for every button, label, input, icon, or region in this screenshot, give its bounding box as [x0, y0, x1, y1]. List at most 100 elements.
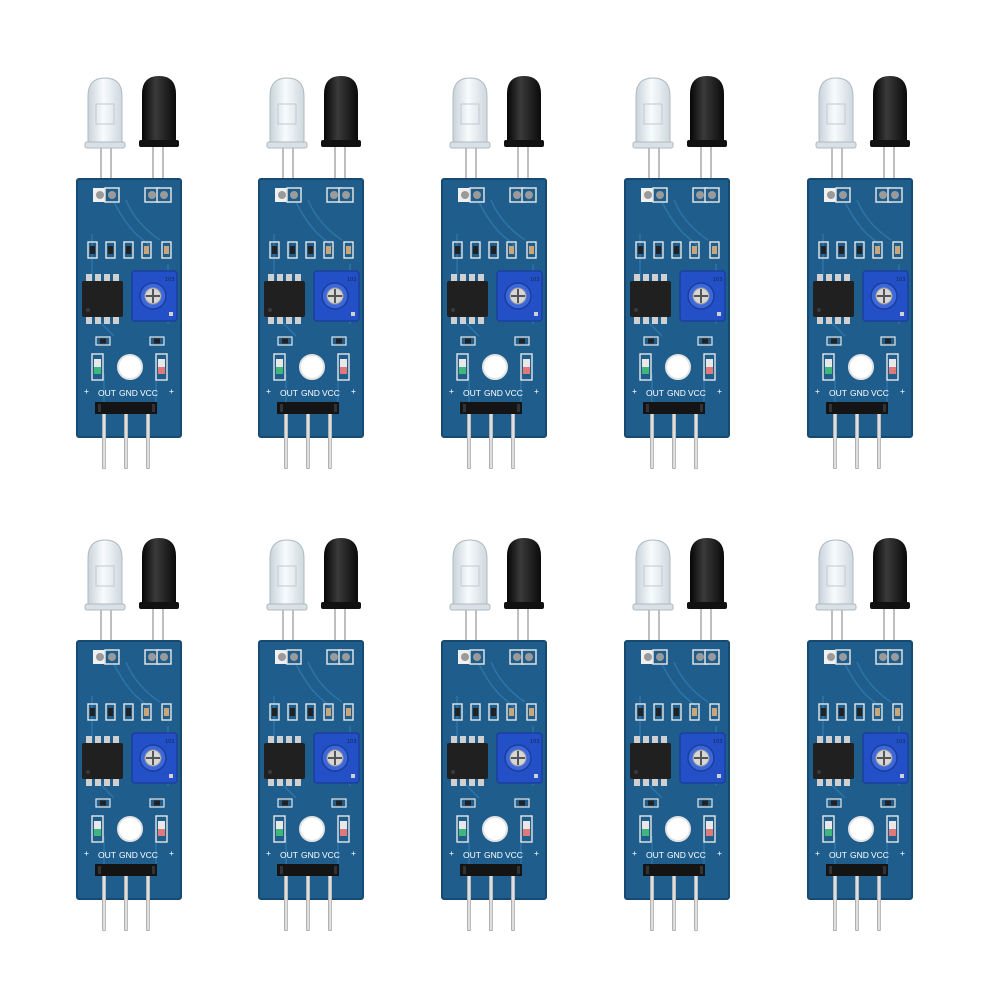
ir-receiver-led-icon	[139, 76, 179, 147]
pin-label-gnd: GND	[119, 388, 138, 398]
pin-header	[277, 864, 339, 876]
smd-capacitor-row	[643, 798, 713, 808]
potentiometer-icon: 103	[313, 732, 360, 784]
ir-receiver-led-icon	[139, 538, 179, 609]
plus-mark-left: +	[449, 386, 454, 396]
plus-mark-right: +	[351, 386, 356, 396]
plus-mark-right: +	[717, 848, 722, 858]
ir-emitter-led-icon	[815, 77, 857, 149]
plus-mark-left: +	[815, 386, 820, 396]
led-solder-pads	[641, 649, 720, 665]
pin-header	[95, 402, 157, 414]
ir-receiver-led-icon	[687, 538, 727, 609]
pin-label-vcc: VCC	[322, 850, 340, 860]
led-solder-pads	[275, 649, 354, 665]
plus-mark-left: +	[84, 848, 89, 858]
ir-emitter-led-icon	[84, 539, 126, 611]
pin-header	[826, 402, 888, 414]
silkscreen-labels: + OUT GND VCC +	[815, 848, 905, 860]
led-legs	[648, 602, 712, 644]
potentiometer-icon: 103	[131, 732, 178, 784]
ir-obstacle-sensor-module-icon: 103	[76, 76, 182, 469]
ir-emitter-led-icon	[449, 539, 491, 611]
header-pins	[650, 876, 698, 931]
led-legs	[465, 140, 529, 182]
mounting-hole	[299, 816, 325, 842]
potentiometer-icon: 103	[679, 732, 726, 784]
smd-capacitor-row	[277, 798, 347, 808]
pin-label-gnd: GND	[850, 850, 869, 860]
indicator-led-icon	[639, 353, 716, 381]
silkscreen-labels: + OUT GND VCC +	[84, 386, 174, 398]
silkscreen-labels: + OUT GND VCC +	[632, 848, 722, 860]
ir-receiver-led-icon	[870, 538, 910, 609]
pin-label-vcc: VCC	[140, 388, 158, 398]
mounting-hole	[117, 354, 143, 380]
pin-label-gnd: GND	[301, 850, 320, 860]
indicator-led-icon	[273, 353, 350, 381]
plus-mark-left: +	[449, 848, 454, 858]
pot-marking: 103	[896, 739, 906, 745]
ir-receiver-led-icon	[687, 76, 727, 147]
smd-capacitor-row	[460, 336, 530, 346]
comparator-chip-icon	[264, 736, 305, 786]
ir-obstacle-sensor-module-icon: 103	[624, 76, 730, 469]
pin-label-out: OUT	[646, 850, 664, 860]
plus-mark-left: +	[266, 386, 271, 396]
led-solder-pads	[641, 187, 720, 203]
led-solder-pads	[275, 187, 354, 203]
pin-label-vcc: VCC	[871, 388, 889, 398]
ir-obstacle-sensor-module-icon: 103	[258, 76, 364, 469]
comparator-chip-icon	[82, 274, 123, 324]
plus-mark-right: +	[534, 386, 539, 396]
pin-label-vcc: VCC	[505, 850, 523, 860]
led-solder-pads	[824, 649, 903, 665]
ir-obstacle-sensor-module-icon: 103	[441, 538, 547, 931]
ir-emitter-led-icon	[266, 77, 308, 149]
smd-capacitor-row	[826, 798, 896, 808]
ir-emitter-led-icon	[266, 539, 308, 611]
indicator-led-icon	[456, 353, 533, 381]
header-pins	[284, 414, 332, 469]
smd-resistor-row	[87, 703, 172, 721]
smd-resistor-row	[269, 241, 354, 259]
pin-label-gnd: GND	[119, 850, 138, 860]
plus-mark-left: +	[266, 848, 271, 858]
led-solder-pads	[93, 649, 172, 665]
plus-mark-right: +	[169, 848, 174, 858]
header-pins	[467, 876, 515, 931]
mounting-hole	[299, 354, 325, 380]
pot-marking: 103	[347, 277, 357, 283]
ir-sensor-module-8: 103	[429, 536, 559, 931]
smd-capacitor-row	[95, 336, 165, 346]
potentiometer-icon: 103	[313, 270, 360, 322]
pin-header	[826, 864, 888, 876]
indicator-led-icon	[91, 353, 168, 381]
ir-sensor-module-4: 103	[612, 74, 742, 469]
ir-sensor-module-6: 103	[64, 536, 194, 931]
ir-obstacle-sensor-module-icon: 103	[807, 538, 913, 931]
pin-label-vcc: VCC	[505, 388, 523, 398]
ir-receiver-led-icon	[321, 76, 361, 147]
pot-marking: 103	[713, 739, 723, 745]
pin-label-vcc: VCC	[322, 388, 340, 398]
plus-mark-left: +	[84, 386, 89, 396]
pin-label-gnd: GND	[667, 388, 686, 398]
silkscreen-labels: + OUT GND VCC +	[632, 386, 722, 398]
pin-header	[277, 402, 339, 414]
potentiometer-icon: 103	[131, 270, 178, 322]
plus-mark-right: +	[351, 848, 356, 858]
pin-label-gnd: GND	[667, 850, 686, 860]
silkscreen-labels: + OUT GND VCC +	[449, 386, 539, 398]
pin-header	[643, 402, 705, 414]
pin-label-out: OUT	[646, 388, 664, 398]
plus-mark-left: +	[632, 386, 637, 396]
smd-resistor-row	[269, 703, 354, 721]
pin-label-gnd: GND	[850, 388, 869, 398]
plus-mark-left: +	[815, 848, 820, 858]
led-legs	[831, 140, 895, 182]
led-solder-pads	[824, 187, 903, 203]
pin-label-out: OUT	[829, 850, 847, 860]
smd-capacitor-row	[643, 336, 713, 346]
